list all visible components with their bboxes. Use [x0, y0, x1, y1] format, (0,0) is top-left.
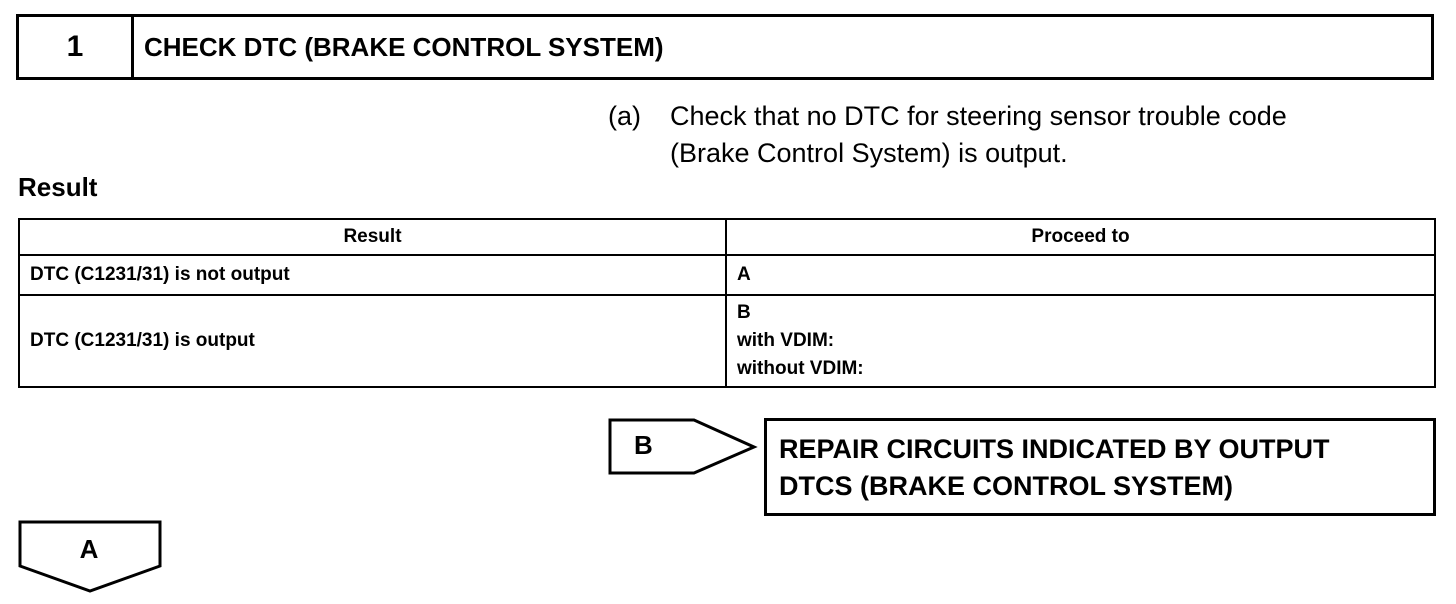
proceed-value: B — [737, 302, 751, 323]
table-row: DTC (C1231/31) is output B with VDIM: wi… — [18, 294, 1436, 388]
flow-a-label: A — [79, 534, 99, 564]
flow-b-arrow: B — [608, 418, 758, 481]
instruction-line-2: (Brake Control System) is output. — [670, 138, 1068, 168]
table-header-row: Result Proceed to — [18, 218, 1436, 256]
table-row: DTC (C1231/31) is not output A — [18, 254, 1436, 296]
repair-action-box: REPAIR CIRCUITS INDICATED BY OUTPUT DTCS… — [764, 418, 1436, 516]
result-cell: DTC (C1231/31) is output — [18, 294, 727, 388]
instruction-text: Check that no DTC for steering sensor tr… — [670, 98, 1428, 172]
flow-a-arrow: A — [18, 520, 162, 599]
repair-action-line-1: REPAIR CIRCUITS INDICATED BY OUTPUT — [779, 434, 1330, 464]
right-arrow-icon — [608, 418, 758, 475]
flow-b-label: B — [634, 430, 653, 460]
result-heading: Result — [18, 172, 98, 202]
instruction-line-1: Check that no DTC for steering sensor tr… — [670, 101, 1287, 131]
proceed-cell: A — [725, 254, 1436, 296]
column-header-proceed: Proceed to — [725, 218, 1436, 256]
column-header-result: Result — [18, 218, 727, 256]
proceed-value: without VDIM: — [737, 358, 864, 379]
down-arrow-icon — [18, 520, 162, 593]
repair-action-line-2: DTCS (BRAKE CONTROL SYSTEM) — [779, 471, 1234, 501]
step-title: CHECK DTC (BRAKE CONTROL SYSTEM) — [144, 31, 664, 62]
proceed-cell: B with VDIM: without VDIM: — [725, 294, 1436, 388]
step-number: 1 — [19, 17, 134, 77]
instruction: (a) Check that no DTC for steering senso… — [608, 98, 1428, 172]
step-header: 1 CHECK DTC (BRAKE CONTROL SYSTEM) — [16, 14, 1434, 80]
proceed-value: with VDIM: — [737, 330, 835, 351]
result-table: Result Proceed to DTC (C1231/31) is not … — [18, 218, 1436, 388]
result-cell: DTC (C1231/31) is not output — [18, 254, 727, 296]
instruction-marker: (a) — [608, 101, 641, 131]
proceed-value: A — [737, 264, 751, 285]
